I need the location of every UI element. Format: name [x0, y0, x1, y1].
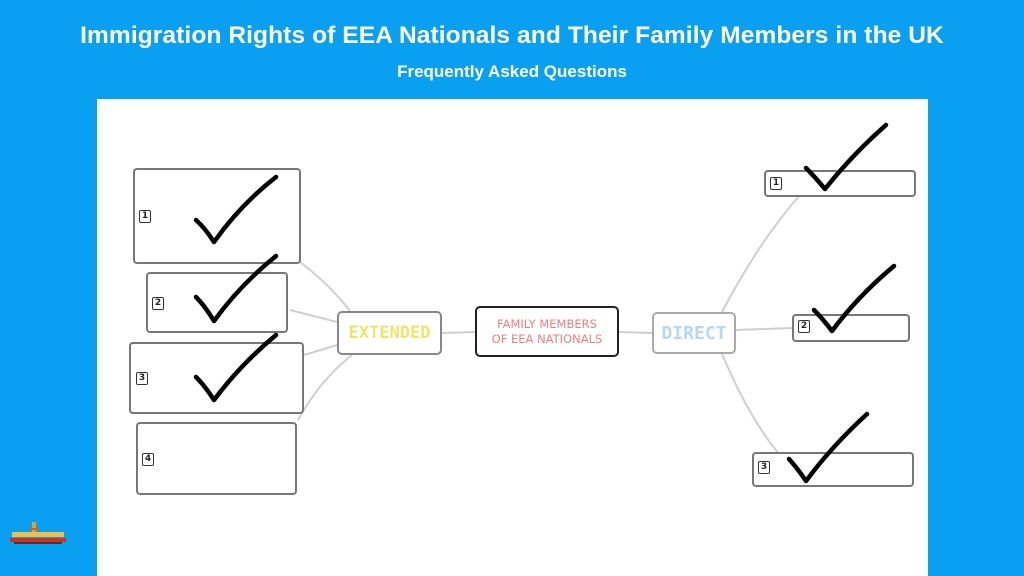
direct-item-box	[792, 314, 910, 342]
extended-item-number: 2	[152, 297, 164, 310]
family-members-node: FAMILY MEMBERS OF EEA NATIONALS	[475, 306, 619, 357]
checkmark-icon	[193, 174, 279, 245]
extended-item-number: 1	[139, 210, 151, 223]
checkmark-icon	[193, 253, 279, 324]
extended-node: EXTENDED	[337, 311, 442, 355]
page-title: Immigration Rights of EEA Nationals and …	[80, 22, 944, 49]
direct-node: DIRECT	[652, 312, 736, 354]
checkmark-icon	[786, 411, 870, 484]
direct-item-box	[752, 452, 914, 487]
extended-item-box	[146, 272, 288, 333]
extended-item-box	[133, 168, 301, 264]
checkmark-icon	[811, 263, 897, 334]
extended-item-number: 3	[136, 372, 148, 385]
center-label-line2: OF EEA NATIONALS	[491, 331, 603, 346]
checkmark-icon	[193, 332, 279, 403]
logo-icon	[6, 520, 70, 546]
direct-item-number: 1	[770, 177, 782, 190]
page-subtitle: Frequently Asked Questions	[397, 62, 627, 81]
extended-item-box	[129, 342, 304, 414]
extended-item-box	[136, 422, 297, 495]
direct-item-number: 3	[758, 461, 770, 474]
center-label-line1: FAMILY MEMBERS	[497, 316, 597, 331]
extended-label: EXTENDED	[348, 323, 431, 343]
checkmark-icon	[803, 122, 889, 192]
direct-label: DIRECT	[661, 322, 727, 344]
direct-item-number: 2	[798, 320, 810, 333]
extended-item-number: 4	[142, 453, 154, 466]
